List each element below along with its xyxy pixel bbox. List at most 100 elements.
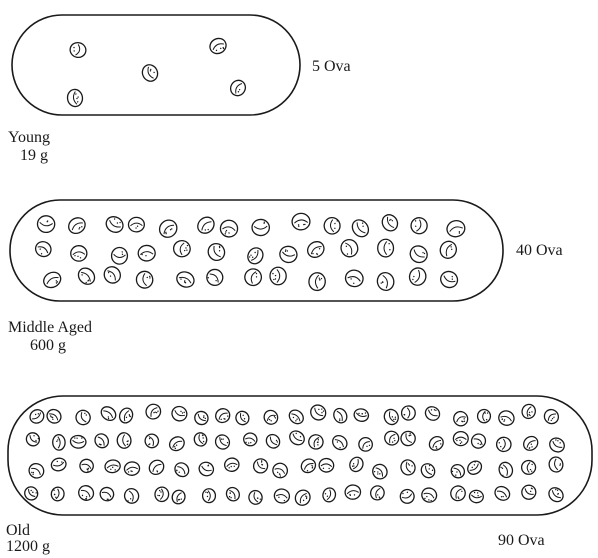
ovum-young-2: [207, 36, 228, 57]
ovum-middle-26: [438, 239, 459, 261]
ovum-old-84: [420, 486, 439, 505]
ovum-middle-30: [135, 270, 153, 289]
ovum-old-26: [92, 431, 111, 450]
ovum-old-28: [143, 432, 161, 450]
ovum-old-55: [251, 456, 271, 476]
ovum-old-47: [50, 457, 67, 473]
ovum-old-78: [273, 488, 291, 505]
ovum-old-51: [146, 457, 166, 477]
ovum-middle-38: [407, 266, 428, 287]
ovum-old-80: [321, 487, 337, 504]
ovum-old-24: [52, 434, 65, 450]
ovum-old-54: [224, 457, 241, 473]
ovum-old-4: [117, 406, 134, 425]
ovum-old-66: [521, 460, 536, 475]
ovum-old-53: [197, 460, 216, 478]
ovum-middle-17: [138, 245, 155, 261]
ovum-old-29: [167, 434, 187, 453]
ovum-old-0: [27, 407, 46, 426]
ovum-old-36: [330, 433, 350, 453]
ovum-old-30: [192, 431, 208, 448]
ovum-middle-9: [323, 217, 340, 235]
ovum-old-63: [448, 462, 467, 481]
ovum-old-86: [469, 489, 484, 503]
ovum-old-39: [398, 429, 418, 449]
ovum-middle-13: [445, 219, 466, 239]
mass-label-middle: 600 g: [30, 337, 66, 355]
ovum-middle-36: [344, 268, 365, 288]
ovum-old-67: [548, 456, 564, 473]
ovum-middle-16: [111, 247, 128, 264]
ovum-old-57: [299, 456, 318, 475]
ovum-middle-33: [243, 267, 264, 288]
ovum-old-13: [331, 406, 349, 425]
ovum-old-33: [264, 432, 283, 451]
ovum-old-83: [398, 488, 416, 506]
ovum-young-1: [140, 62, 160, 83]
ovum-young-4: [67, 89, 84, 108]
ovum-old-71: [98, 485, 116, 503]
ovum-old-16: [401, 406, 415, 421]
ovum-old-79: [292, 487, 312, 508]
ovum-middle-32: [204, 266, 227, 289]
ovum-middle-21: [278, 245, 298, 265]
panel-old: [8, 396, 592, 515]
ovum-old-31: [213, 432, 233, 452]
ovum-old-81: [344, 484, 361, 500]
ovum-old-56: [271, 461, 290, 480]
ova-group-young: [67, 36, 249, 108]
ova-count-old: 90 Ova: [498, 532, 545, 550]
stage-label-middle: Middle Aged: [8, 319, 92, 337]
ovum-old-19: [477, 409, 491, 423]
ovum-middle-15: [70, 245, 87, 261]
ovum-old-9: [233, 409, 251, 427]
ovum-old-38: [382, 429, 401, 448]
ovum-middle-34: [270, 267, 286, 284]
ova-group-old: [22, 401, 567, 508]
ovum-middle-23: [338, 237, 361, 260]
ovum-old-65: [497, 460, 514, 479]
ovum-old-58: [319, 458, 334, 473]
ovum-old-17: [423, 404, 442, 423]
ovum-middle-31: [174, 269, 196, 290]
ovum-old-2: [74, 408, 93, 427]
ovum-old-6: [170, 404, 190, 423]
ovum-old-77: [247, 489, 264, 506]
ovum-middle-0: [37, 215, 56, 233]
ovum-old-76: [224, 485, 242, 503]
ovum-old-10: [262, 408, 281, 427]
ovum-old-32: [242, 432, 258, 448]
ovum-middle-12: [409, 216, 429, 236]
ovum-middle-37: [375, 271, 395, 292]
ovum-old-21: [520, 403, 537, 421]
ovum-old-61: [399, 458, 417, 477]
ovum-old-49: [104, 459, 121, 474]
ovum-old-60: [370, 461, 390, 481]
ovum-old-74: [170, 488, 187, 506]
ovum-young-3: [228, 78, 248, 99]
ovum-old-14: [353, 407, 370, 423]
ovum-old-70: [76, 483, 97, 503]
ovum-old-3: [99, 404, 119, 423]
ovum-middle-39: [438, 269, 460, 291]
ovum-old-43: [496, 436, 512, 452]
ovum-old-59: [347, 455, 365, 474]
ovum-old-64: [465, 458, 484, 477]
ovum-middle-25: [407, 243, 430, 266]
ovum-old-34: [287, 428, 307, 447]
ovum-old-75: [202, 489, 215, 503]
ovum-old-87: [492, 484, 512, 503]
ovum-old-5: [143, 401, 163, 421]
ovum-old-37: [356, 435, 375, 454]
ovum-old-41: [453, 432, 468, 446]
ovum-old-46: [26, 461, 46, 481]
ovum-old-7: [192, 409, 211, 428]
ovum-old-69: [50, 486, 65, 501]
ovum-middle-8: [292, 213, 311, 230]
ovum-middle-6: [219, 219, 238, 238]
ovum-old-1: [44, 407, 63, 426]
ovum-old-8: [213, 406, 233, 425]
panel-young: [12, 15, 300, 115]
ovum-old-50: [124, 461, 141, 476]
